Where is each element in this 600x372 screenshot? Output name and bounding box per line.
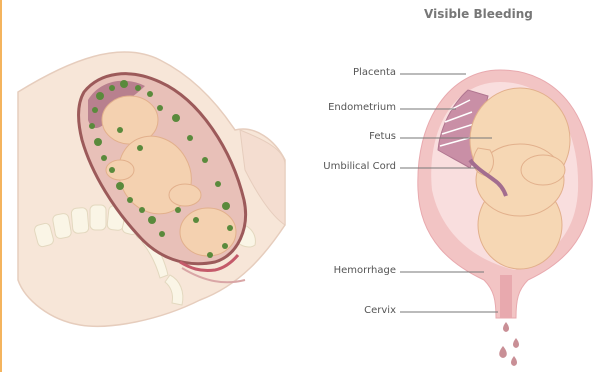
pelvis-cross-section (18, 52, 285, 326)
blood-drops (499, 322, 519, 366)
uterus-diagram (418, 70, 592, 366)
right-fetus (470, 88, 570, 269)
label-fetus: Fetus (338, 131, 396, 142)
label-hemorrhage: Hemorrhage (318, 265, 396, 276)
label-endometrium: Endometrium (318, 102, 396, 113)
diagram-title: Visible Bleeding (424, 7, 533, 21)
label-cervix: Cervix (338, 305, 396, 316)
cervix-canal (500, 275, 512, 318)
label-placenta: Placenta (338, 67, 396, 78)
label-umbilical-cord: Umbilical Cord (312, 161, 396, 172)
